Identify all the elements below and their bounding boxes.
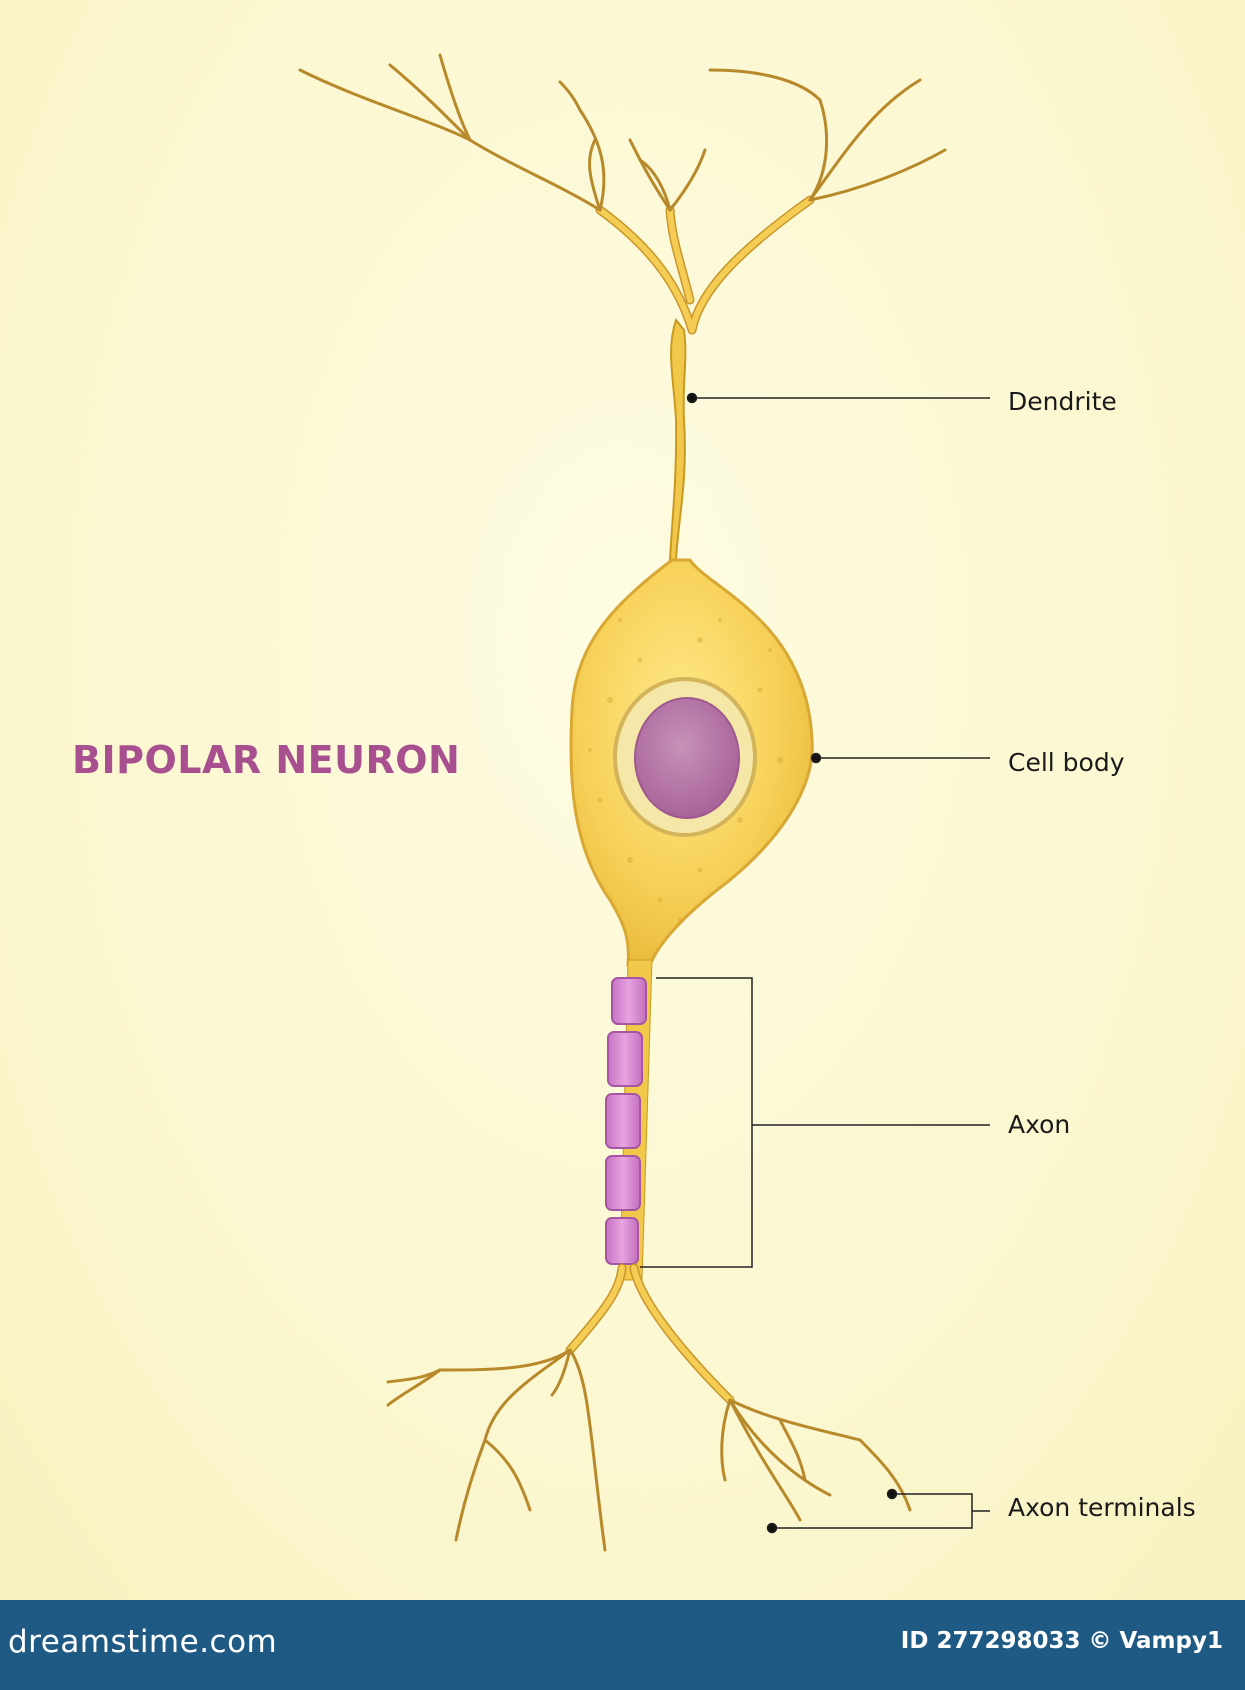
footer-bar: dreamstime.com ID 277298033 © Vampy1	[0, 1600, 1245, 1690]
neuron-illustration	[298, 53, 990, 1552]
leader-lines	[640, 392, 990, 1534]
dendrite-leader-dot	[686, 392, 698, 404]
myelin-segment	[605, 1155, 641, 1211]
dendrite-branches	[298, 53, 947, 335]
label-axon-terminals: Axon terminals	[1008, 1493, 1196, 1522]
label-dendrite: Dendrite	[1008, 387, 1117, 416]
myelin-segment	[611, 977, 647, 1025]
cellbody-leader-dot	[810, 752, 822, 764]
axon-bracket	[640, 977, 753, 1268]
myelin-sheath	[605, 977, 647, 1265]
footer-credit: ID 277298033 © Vampy1	[900, 1628, 1223, 1654]
myelin-segment	[607, 1031, 643, 1087]
myelin-segment	[605, 1217, 639, 1265]
cytoplasm-texture	[588, 618, 783, 922]
label-cell-body: Cell body	[1008, 748, 1125, 777]
terminals-bracket	[772, 1493, 973, 1529]
terminals-dot-lower	[766, 1522, 778, 1534]
myelin-segment	[605, 1093, 641, 1149]
label-axon: Axon	[1008, 1110, 1071, 1139]
diagram-canvas: BIPOLAR NEURON Dendrite Cell body Axon A…	[0, 0, 1245, 1600]
diagram-title: BIPOLAR NEURON	[72, 738, 461, 782]
nucleus	[634, 697, 740, 819]
axon-terminal-branches	[386, 1263, 912, 1552]
terminals-dot-upper	[886, 1488, 898, 1500]
footer-logo[interactable]: dreamstime.com	[8, 1624, 278, 1660]
